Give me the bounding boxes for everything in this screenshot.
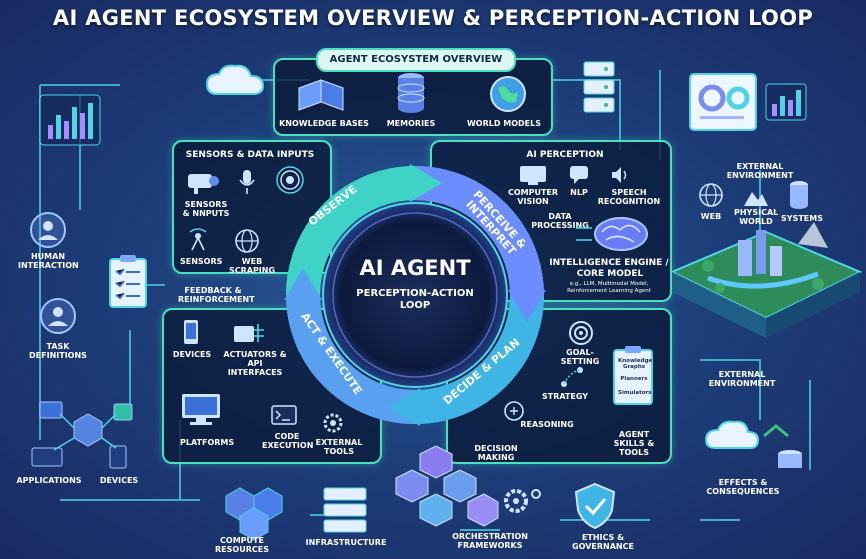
monitor-icon [182, 394, 220, 425]
terminal-icon [271, 405, 297, 425]
center-subtitle-line2: LOOP [399, 300, 431, 311]
engine-detail-line1: e.g., LLM, Multimodal Model, [569, 281, 649, 287]
orchestration-label: ORCHESTRATION FRAMEWORKS [452, 532, 528, 550]
feedback-label: FEEDBACK & REINFORCEMENT [178, 286, 255, 304]
applications-label: APPLICATIONS [16, 476, 82, 485]
compute-label: COMPUTE RESOURCES [215, 536, 269, 554]
agent-clipboard-icon [613, 346, 653, 405]
sensors-label: SENSORS [180, 257, 223, 266]
human-interaction-label: HUMAN INTERACTION [18, 252, 79, 270]
signal-icon [276, 166, 304, 194]
platforms-label: PLATFORMS [180, 438, 235, 447]
goal-setting-label: GOAL-SETTING [560, 348, 600, 366]
web-label: WEB [700, 212, 722, 221]
engine-detail-line2: Reinforcement Learning Agent [567, 288, 651, 294]
sensors-inputs-label: SENSORS & NNPUTS [182, 200, 230, 218]
loop-graphic [284, 164, 546, 426]
ecosystem-item-world: WORLD MODELS [466, 119, 542, 128]
brain-icon [576, 217, 648, 251]
sensors-header: SENSORS & DATA INPUTS [185, 150, 315, 160]
infrastructure-label: INFRASTRUCTURE [305, 538, 387, 547]
dashboard-chart-icon [689, 73, 807, 131]
memories-icon [397, 73, 425, 113]
external-tools-label: EXTERNAL TOOLS [315, 438, 363, 456]
task-definitions-label: TASK DEFINITIONS [29, 342, 87, 360]
ethics-label: ETHICS & GOVERNANCE [572, 533, 634, 551]
effects-label: EFFECTS & CONSEQUENCES [706, 478, 780, 496]
api-icon [234, 324, 264, 342]
compute-cubes-icon [225, 487, 283, 541]
center-subtitle-line1: PERCEPTION-ACTION [356, 288, 474, 299]
decision-making-label: DECISION MAKING [474, 444, 518, 462]
ecosystem-header: AGENT ECOSYSTEM OVERVIEW [316, 48, 516, 72]
applications-icon [31, 401, 133, 469]
agent-skills-label: AGENT SKILLS & TOOLS [613, 430, 655, 457]
speech-recognition-label: SPEECH RECOGNITION [597, 188, 661, 206]
person-icon [40, 298, 76, 334]
knowledge-bases-icon [298, 79, 344, 111]
clipboard-item-0: Knowledge Graphs [618, 358, 653, 370]
external-env-bottom-label: EXTERNAL ENVIRONMENT [708, 370, 776, 388]
nlp-label: NLP [570, 188, 588, 197]
reasoning-icon [504, 401, 524, 421]
clipboard-item-2: Simulators [618, 390, 652, 396]
target-icon [569, 321, 593, 345]
cloud-icon [205, 64, 265, 95]
devices-left-label: DEVICES [99, 476, 139, 485]
phone-icon [184, 320, 198, 344]
ecosystem-item-memories: MEMORIES [386, 119, 436, 128]
systems-icon [790, 181, 808, 209]
human-icon [30, 212, 66, 248]
web-icon [699, 183, 723, 207]
server-icon [583, 61, 615, 113]
physical-world-icon [744, 192, 768, 206]
strategy-icon [561, 367, 583, 387]
orchestration-cubes-icon [395, 445, 499, 527]
gear-icon [323, 413, 343, 433]
nlp-icon [570, 166, 588, 184]
speech-icon [612, 167, 627, 183]
infrastructure-icon [323, 487, 367, 533]
computer-vision-label: COMPUTER VISION [507, 188, 559, 206]
perception-header: AI PERCEPTION [526, 150, 604, 160]
actuators-label: ACTUATORS & API INTERFACES [223, 350, 287, 377]
physical-world-label: PHYSICAL WORLD [734, 208, 779, 226]
web-scraping-label: WEB SCRAPING [228, 257, 276, 275]
bar-chart-icon [39, 94, 101, 146]
external-env-top-label: EXTERNAL ENVIRONMENT [726, 162, 794, 180]
computer-vision-icon [520, 166, 546, 185]
systems-label: SYSTEMS [781, 214, 823, 223]
camera-icon [188, 174, 219, 194]
world-map-illustration [669, 222, 863, 338]
shield-icon [574, 482, 616, 530]
ecosystem-item-knowledge: KNOWLEDGE BASES [279, 119, 369, 128]
web-globe-icon [235, 229, 259, 253]
code-execution-label: CODE EXECUTION [262, 432, 314, 450]
strategy-label: STRATEGY [541, 392, 589, 401]
effects-cloud-icon [704, 420, 802, 468]
clipboard-icon [109, 255, 147, 308]
reasoning-label: REASONING [520, 420, 574, 429]
devices-label: DEVICES [172, 350, 212, 359]
orchestration-gear-icon [504, 489, 541, 513]
microphone-icon [239, 170, 255, 194]
data-processing-label: DATA PROCESSING [531, 212, 589, 230]
page-title: AI AGENT ECOSYSTEM OVERVIEW & PERCEPTION… [52, 6, 814, 30]
engine-title-line2: CORE MODEL [576, 269, 644, 279]
globe-icon [490, 76, 526, 112]
clipboard-item-1: Planners [620, 376, 648, 382]
center-title: AI AGENT [359, 256, 471, 280]
engine-title-line1: INTELLIGENCE ENGINE / [549, 258, 669, 268]
antenna-icon [189, 228, 207, 251]
